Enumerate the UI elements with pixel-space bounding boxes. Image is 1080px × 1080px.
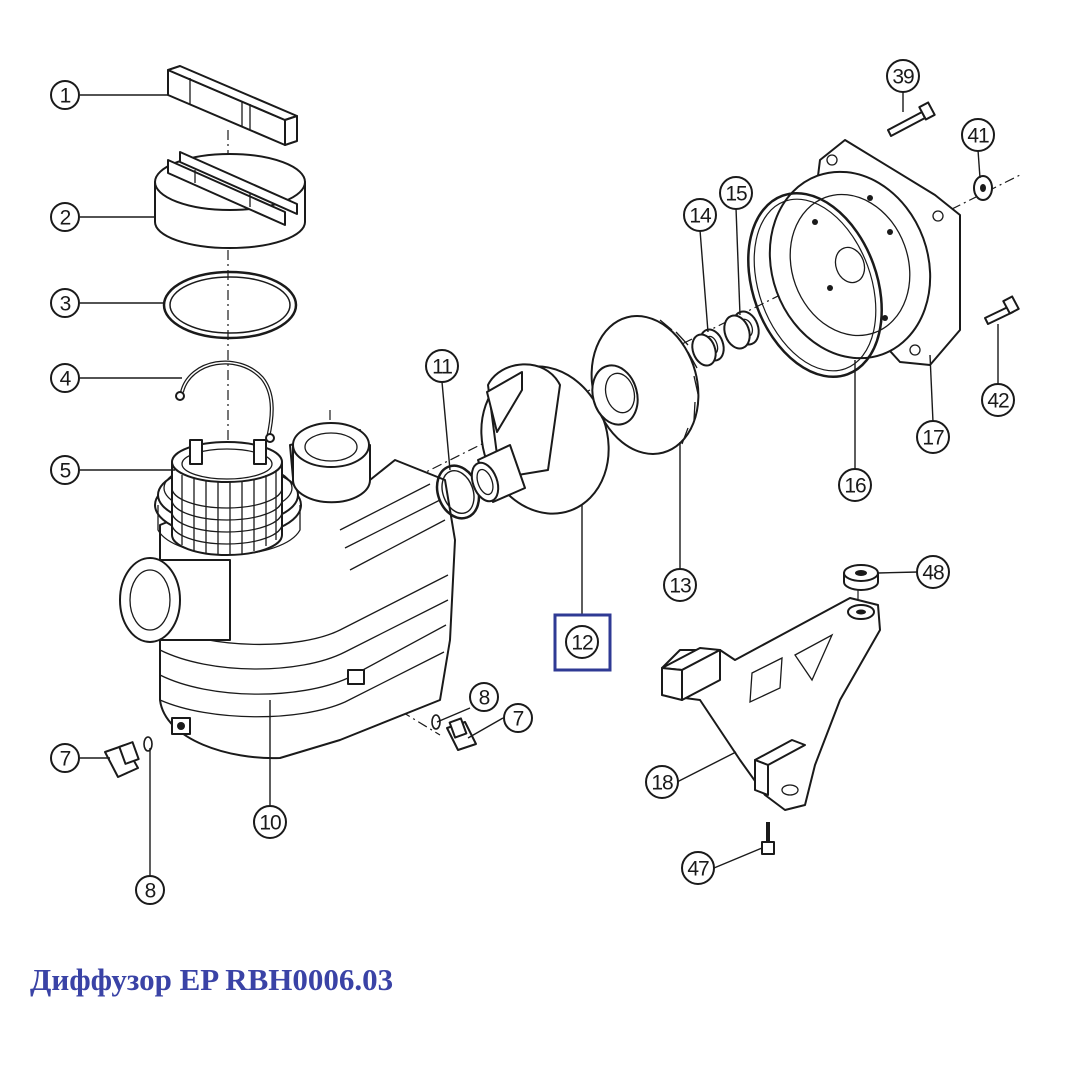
svg-text:10: 10 xyxy=(259,812,281,835)
part-caption: Диффузор EP RBH0006.03 xyxy=(30,962,394,997)
svg-text:39: 39 xyxy=(892,66,914,89)
callout-39: 39 xyxy=(886,59,920,93)
part-3-o-ring xyxy=(162,270,298,340)
callout-16: 16 xyxy=(838,468,872,502)
callout-41: 41 xyxy=(961,118,995,152)
callout-3: 3 xyxy=(50,288,80,318)
callout-18: 18 xyxy=(645,765,679,799)
highlight-box-12 xyxy=(553,613,612,672)
part-48-grommet xyxy=(843,564,879,591)
svg-text:4: 4 xyxy=(60,368,72,391)
callout-2: 2 xyxy=(50,202,80,232)
callout-4: 4 xyxy=(50,363,80,393)
svg-text:47: 47 xyxy=(687,858,709,881)
part-15-bushing xyxy=(723,310,760,350)
callout-7-left: 7 xyxy=(50,743,80,773)
part-5-basket xyxy=(171,439,283,556)
svg-text:5: 5 xyxy=(60,460,71,483)
part-47-screw xyxy=(761,822,775,855)
callout-47: 47 xyxy=(681,851,715,885)
callout-14: 14 xyxy=(683,198,717,232)
callout-15: 15 xyxy=(719,176,753,210)
svg-text:11: 11 xyxy=(432,356,452,379)
part-12-diffuser xyxy=(470,363,610,515)
svg-text:12: 12 xyxy=(571,632,593,655)
callout-8-right: 8 xyxy=(469,682,499,712)
svg-text:14: 14 xyxy=(689,205,712,228)
callouts: 1 2 3 4 5 7 8 10 8 7 11 12 13 14 15 16 1… xyxy=(50,59,1015,905)
leader-lines xyxy=(80,92,999,876)
svg-text:41: 41 xyxy=(967,125,989,148)
part-7-drain-plug-right xyxy=(446,717,477,751)
callout-13: 13 xyxy=(663,568,697,602)
svg-text:7: 7 xyxy=(513,708,524,731)
part-1-handle xyxy=(167,65,298,146)
svg-text:48: 48 xyxy=(922,562,944,585)
svg-text:16: 16 xyxy=(844,475,866,498)
svg-text:2: 2 xyxy=(60,207,71,230)
part-4-clip xyxy=(175,360,275,443)
part-42-bolt xyxy=(984,295,1020,325)
part-14-seal xyxy=(691,328,725,367)
svg-text:8: 8 xyxy=(145,880,156,903)
callout-5: 5 xyxy=(50,455,80,485)
part-8-o-ring-right xyxy=(431,714,441,730)
part-2-lid xyxy=(154,151,306,249)
part-18-motor-foot xyxy=(661,597,881,811)
part-41-washer xyxy=(973,175,993,201)
callout-42: 42 xyxy=(981,383,1015,417)
svg-text:15: 15 xyxy=(725,183,747,206)
part-10-pump-housing xyxy=(119,422,456,760)
part-16-gasket xyxy=(747,191,883,379)
callout-11: 11 xyxy=(425,349,459,383)
part-17-seal-plate xyxy=(768,139,961,366)
svg-text:18: 18 xyxy=(651,772,673,795)
svg-text:3: 3 xyxy=(60,293,71,316)
svg-text:17: 17 xyxy=(922,427,944,450)
svg-text:7: 7 xyxy=(60,748,71,771)
callout-17: 17 xyxy=(916,420,950,454)
callout-10: 10 xyxy=(253,805,287,839)
part-7-drain-plug-left xyxy=(104,741,140,778)
svg-text:42: 42 xyxy=(987,390,1009,413)
callout-1: 1 xyxy=(50,80,80,110)
svg-text:13: 13 xyxy=(669,575,691,598)
svg-text:8: 8 xyxy=(479,687,490,710)
part-8-o-ring-left xyxy=(143,736,153,752)
callout-12: 12 xyxy=(565,625,599,659)
callout-7-right: 7 xyxy=(503,703,533,733)
part-39-bolt xyxy=(887,101,936,137)
callout-8-left: 8 xyxy=(135,875,165,905)
part-13-impeller xyxy=(590,315,700,455)
callout-48: 48 xyxy=(916,555,950,589)
svg-text:1: 1 xyxy=(60,85,71,108)
